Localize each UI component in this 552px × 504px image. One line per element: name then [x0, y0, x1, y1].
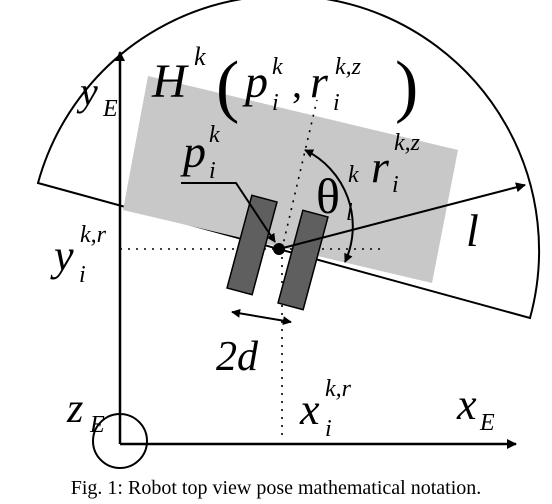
region-open-paren: ( [216, 48, 239, 125]
figure-caption: Fig. 1: Robot top view pose mathematical… [71, 477, 482, 499]
x-coord-label-sub: i [325, 416, 332, 442]
theta-label: θ [316, 168, 340, 224]
sensing-sector [36, 0, 541, 320]
orientation-dotted [281, 99, 318, 250]
region-label: H [151, 55, 189, 108]
z-axis-symbol [92, 413, 148, 469]
y-coord-label-sup: k,r [80, 222, 107, 248]
region-label-sup: k [194, 42, 206, 71]
region-arg-p: p [242, 56, 268, 107]
orientation-label-sup: k,z [394, 130, 421, 156]
y-axis-label: y [76, 69, 98, 114]
x-axis-label: x [456, 380, 477, 429]
region-arg-p-sup: k [272, 54, 283, 80]
theta-label-sub: l [346, 200, 353, 226]
region-comma: , [292, 61, 302, 106]
region-close-paren: ) [395, 48, 418, 125]
position-label-sup: k [209, 122, 220, 148]
y-coord-label-sub: i [79, 262, 86, 288]
z-axis-label-sub: E [89, 412, 105, 438]
z-axis-label: z [66, 386, 83, 432]
region-arg-r-sub: i [333, 90, 340, 116]
region-arg-r-sup: k,z [335, 54, 362, 80]
x-coord-label: x [299, 385, 320, 434]
left-wheel [226, 194, 278, 296]
theta-label-sup: k [348, 162, 359, 188]
orientation-label-sub: i [392, 172, 399, 198]
position-label: p [180, 126, 206, 177]
position-label-sub: i [209, 158, 216, 184]
direction-label: l [466, 205, 479, 256]
position-pointer [181, 182, 276, 243]
y-axis-label-sub: E [102, 96, 118, 122]
region-arg-r: r [310, 56, 329, 107]
orientation-label: r [371, 141, 390, 192]
x-coord-label-sup: k,r [325, 376, 352, 402]
theta-angle-arc [304, 149, 354, 263]
wheel-distance-dimension [231, 308, 292, 326]
region-arg-p-sub: i [272, 90, 279, 116]
wheel-distance-label: 2d [216, 334, 259, 380]
region-h [123, 76, 458, 283]
y-coord-label: y [50, 231, 74, 280]
x-axis-label-sub: E [479, 410, 495, 436]
